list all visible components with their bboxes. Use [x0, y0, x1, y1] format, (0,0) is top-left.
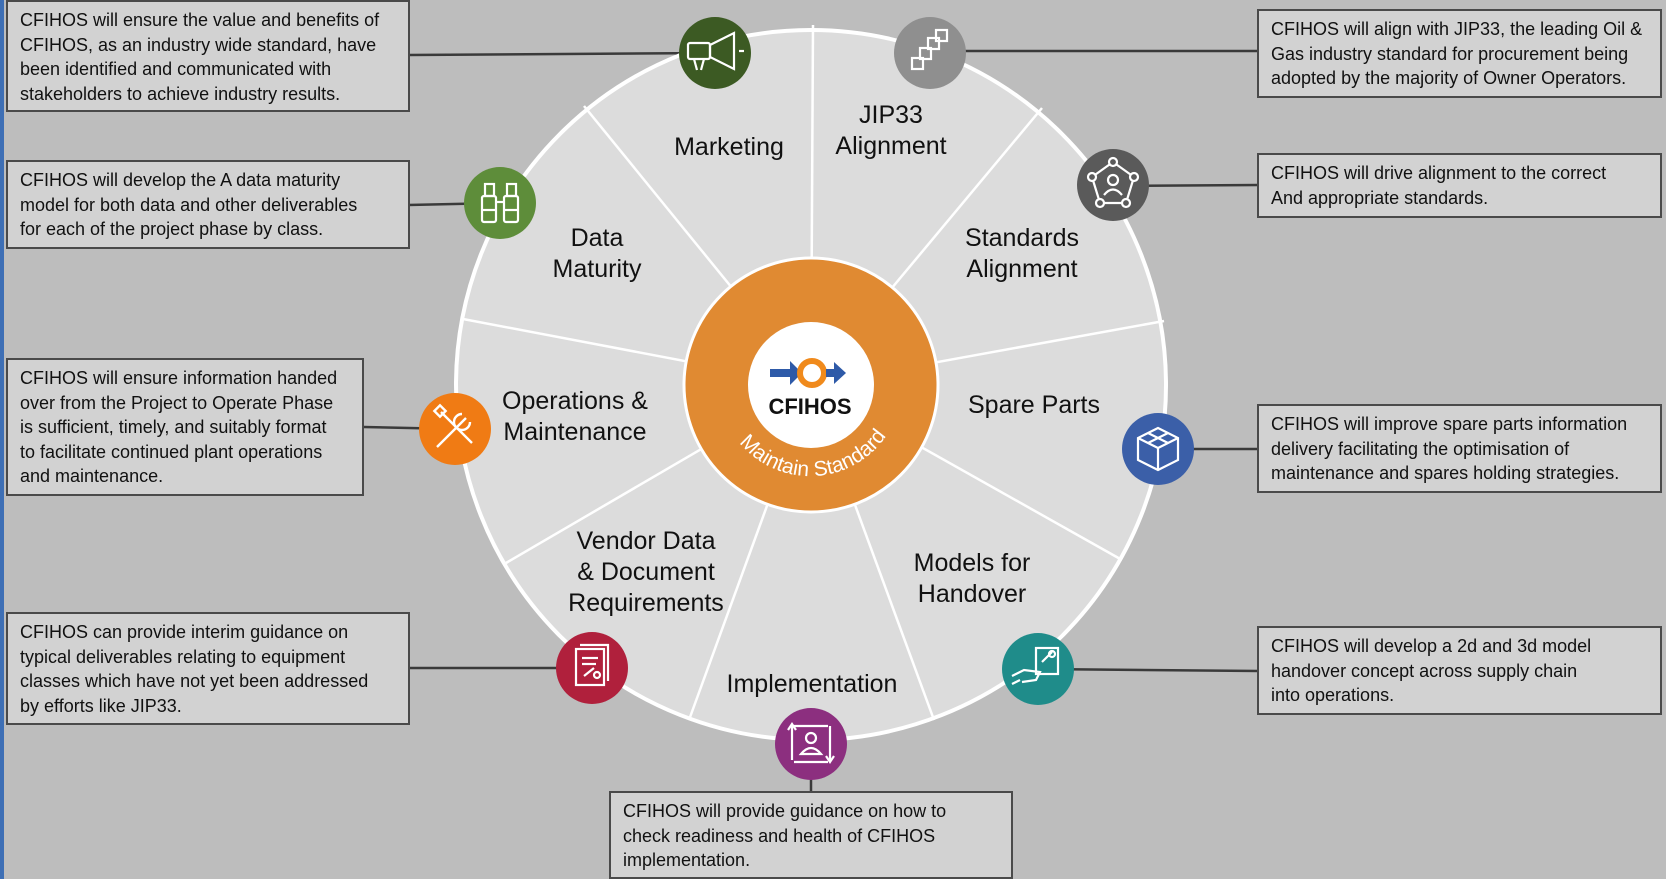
handshake-icon: [1002, 633, 1074, 705]
document-icon: [556, 632, 628, 704]
left-edge-rule: [0, 0, 4, 879]
binoculars-icon: [464, 167, 536, 239]
cfihos-logo-icon: [770, 358, 846, 388]
box-marketing: CFIHOS will ensure the value and benefit…: [6, 0, 410, 112]
network-icon: [1077, 149, 1149, 221]
box-data-maturity: CFIHOS will develop the A data maturity …: [6, 160, 410, 249]
logo-text: CFIHOS: [768, 394, 851, 419]
box-standards: CFIHOS will drive alignment to the corre…: [1257, 153, 1662, 218]
cube-icon: [1122, 413, 1194, 485]
box-operations: CFIHOS will ensure information handed ov…: [6, 358, 364, 496]
segment-label-marketing: Marketing: [674, 133, 784, 161]
connector-marketing: [407, 51, 716, 57]
person-arrows-icon: [775, 708, 847, 780]
segment-label-operations: Operations &Maintenance: [502, 387, 648, 446]
blocks-icon: [894, 17, 966, 89]
center-hub: Maintain Standard CFIHOS: [682, 256, 940, 514]
box-vendor: CFIHOS can provide interim guidance on t…: [6, 612, 410, 725]
megaphone-icon: [679, 17, 751, 89]
box-implementation: CFIHOS will provide guidance on how to c…: [609, 791, 1013, 879]
tools-icon: [419, 393, 491, 465]
box-models: CFIHOS will develop a 2d and 3d model ha…: [1257, 626, 1662, 715]
box-spare-parts: CFIHOS will improve spare parts informat…: [1257, 404, 1662, 493]
connector-models: [1037, 667, 1260, 673]
box-jip33: CFIHOS will align with JIP33, the leadin…: [1257, 9, 1662, 98]
segment-label-implementation: Implementation: [727, 670, 898, 698]
segment-label-spare-parts: Spare Parts: [968, 391, 1100, 419]
icon-circles: [419, 17, 1194, 780]
